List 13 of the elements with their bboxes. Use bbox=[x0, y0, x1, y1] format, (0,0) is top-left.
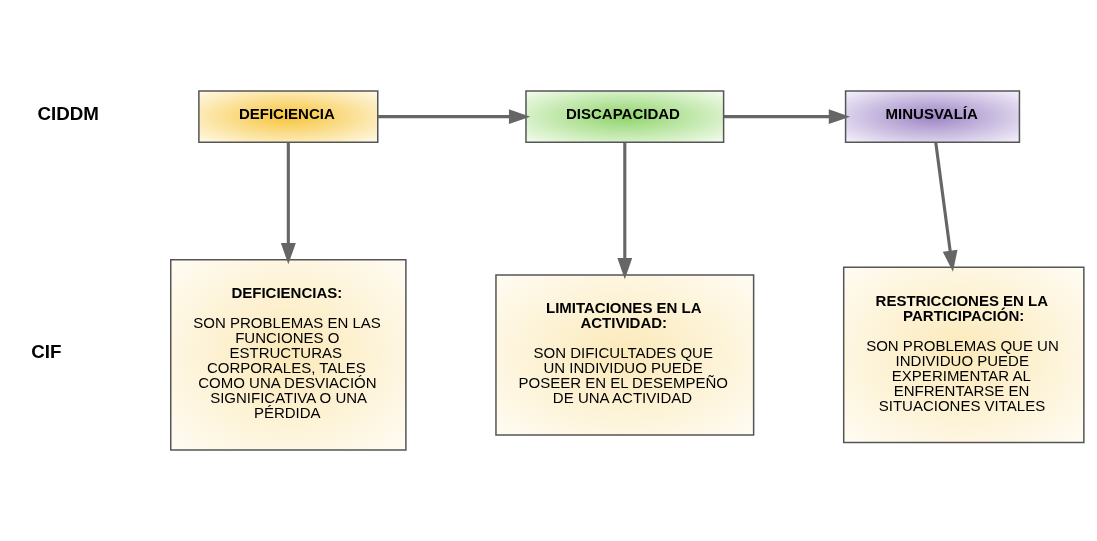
arrow bbox=[723, 109, 851, 125]
label: CIF bbox=[31, 341, 62, 363]
arrow bbox=[617, 142, 633, 280]
node-box: DEFICIENCIA bbox=[198, 90, 379, 144]
label: CIDDM bbox=[37, 102, 99, 124]
node-box: DEFICIENCIAS: SON PROBLEMAS EN LAS FUNCIONES O ESTRUCTURAS CORPORALES, TALES COMO UNA DESVIACIÓN SIGNIFICATIVA O UNA PÉRDIDA bbox=[170, 259, 407, 451]
node-box: RESTRICCIONES EN LA PARTICIPACIÓN: SON PROBLEMAS QUE UN INDIVIDUO PUEDE EXPERIMENTAR AL ENFRENTARSE EN SITUACIONES VITALES bbox=[842, 266, 1085, 444]
node-box: DISCAPACIDAD bbox=[525, 90, 725, 144]
node-box: MINUSVALÍA bbox=[844, 90, 1021, 144]
node-box: LIMITACIONES EN LA ACTIVIDAD: SON DIFICULTADES QUE UN INDIVIDUO PUEDE POSEER EN EL DESEMPEÑO DE UNA ACTIVIDAD bbox=[495, 274, 755, 436]
arrow bbox=[378, 109, 531, 125]
arrow bbox=[934, 142, 958, 272]
arrow bbox=[280, 142, 296, 265]
